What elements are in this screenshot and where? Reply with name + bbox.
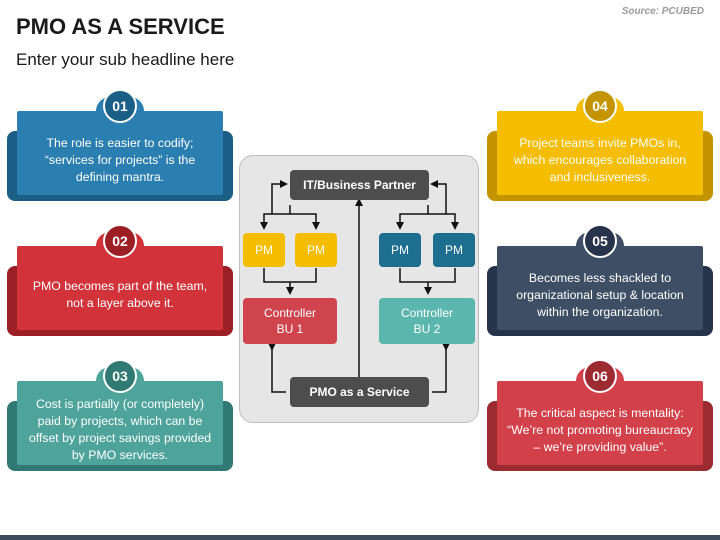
card-03: Cost is partially (or completely) paid b… [7,359,233,483]
card-06: The critical aspect is mentality: “We’re… [487,359,713,483]
source-label: Source: PCUBED [621,6,704,17]
card-04: Project teams invite PMOs in, which enco… [487,89,713,213]
card-number-badge: 03 [103,359,137,393]
page-subtitle: Enter your sub headline here [16,50,235,69]
card-number-badge: 04 [583,89,617,123]
card-text: Becomes less shackled to organizational … [497,246,703,330]
node-pmo-as-a-service: PMO as a Service [290,377,429,407]
card-text: The role is easier to codify; “services … [17,111,223,195]
card-01: The role is easier to codify; “services … [7,89,233,213]
card-02: PMO becomes part of the team, not a laye… [7,224,233,348]
card-number-badge: 06 [583,359,617,393]
card-number-badge: 02 [103,224,137,258]
node-pm: PM [295,233,337,267]
node-pm: PM [243,233,285,267]
node-pm: PM [379,233,421,267]
card-text: PMO becomes part of the team, not a laye… [17,246,223,330]
node-it-business-partner: IT/Business Partner [290,170,429,200]
card-text: Cost is partially (or completely) paid b… [17,381,223,465]
top-left-arrow [271,180,288,214]
footer-bar [0,535,720,540]
node-pm: PM [433,233,475,267]
card-text: The critical aspect is mentality: “We’re… [497,381,703,465]
node-controller-bu2: Controller BU 2 [379,298,475,344]
node-controller-bu1: Controller BU 1 [243,298,337,344]
top-right-arrow [430,180,447,214]
card-number-badge: 05 [583,224,617,258]
card-05: Becomes less shackled to organizational … [487,224,713,348]
page-title: PMO AS A SERVICE [16,14,225,39]
card-number-badge: 01 [103,89,137,123]
card-text: Project teams invite PMOs in, which enco… [497,111,703,195]
